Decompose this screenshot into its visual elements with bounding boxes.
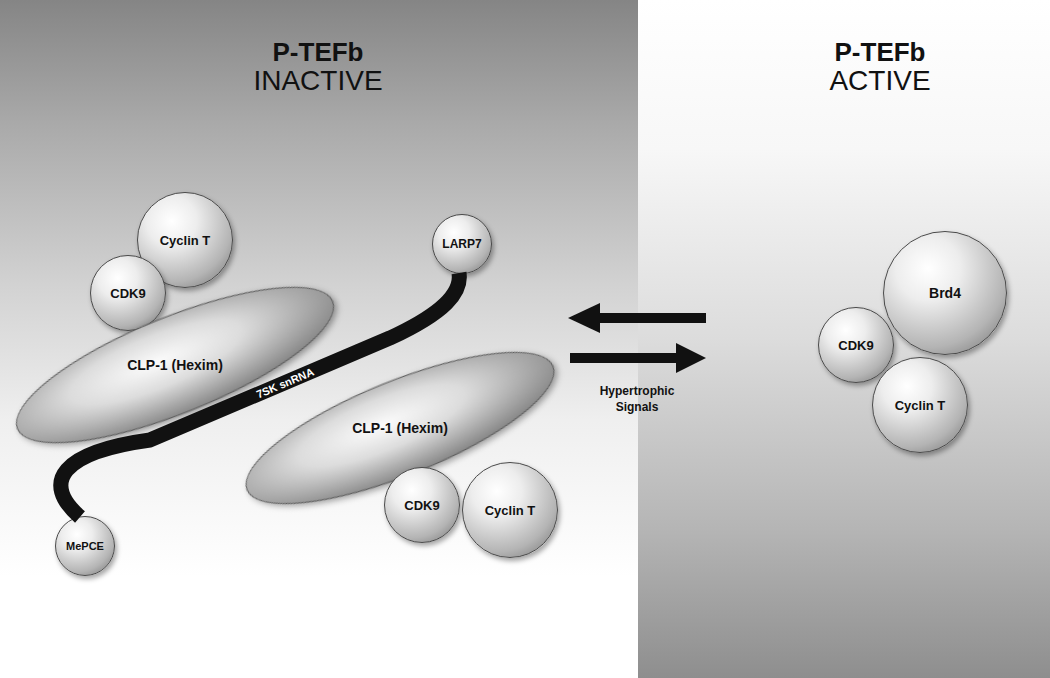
- protein-label: Cyclin T: [160, 233, 211, 248]
- panel-title: P-TEFb: [158, 38, 478, 66]
- panel-state: INACTIVE: [158, 66, 478, 96]
- panel-state: ACTIVE: [720, 66, 1040, 96]
- panel: P-TEFbACTIVE CDK9 Brd4Cyclin T: [638, 0, 1050, 678]
- panel: P-TEFbINACTIVECyclin TCDK9CLP-1 (Hexim)L…: [0, 0, 638, 678]
- protein-label: LARP7: [442, 237, 481, 251]
- protein-circle: CDK9: [818, 307, 894, 383]
- protein-label: Cyclin T: [895, 398, 946, 413]
- protein-circle: Brd4: [883, 231, 1007, 355]
- protein-circle: LARP7: [432, 214, 492, 274]
- protein-label: Brd4: [929, 285, 961, 301]
- signal-label: Hypertrophic Signals: [582, 383, 692, 415]
- protein-circle: Cyclin T: [872, 357, 968, 453]
- protein-label: MePCE: [66, 540, 104, 552]
- panel-heading: P-TEFbACTIVE: [720, 38, 1040, 96]
- protein-label: CLP-1 (Hexim): [127, 357, 223, 373]
- protein-label: CDK9: [110, 286, 145, 301]
- protein-label: CDK9: [404, 498, 439, 513]
- protein-circle: Cyclin T: [462, 462, 558, 558]
- protein-circle: MePCE: [55, 516, 115, 576]
- panel-title: P-TEFb: [720, 38, 1040, 66]
- protein-label: CDK9: [838, 338, 873, 353]
- panel-heading: P-TEFbINACTIVE: [158, 38, 478, 96]
- protein-label: Cyclin T: [485, 503, 536, 518]
- protein-label: CLP-1 (Hexim): [352, 420, 448, 436]
- protein-circle: CDK9: [90, 255, 166, 331]
- protein-circle: CDK9: [384, 467, 460, 543]
